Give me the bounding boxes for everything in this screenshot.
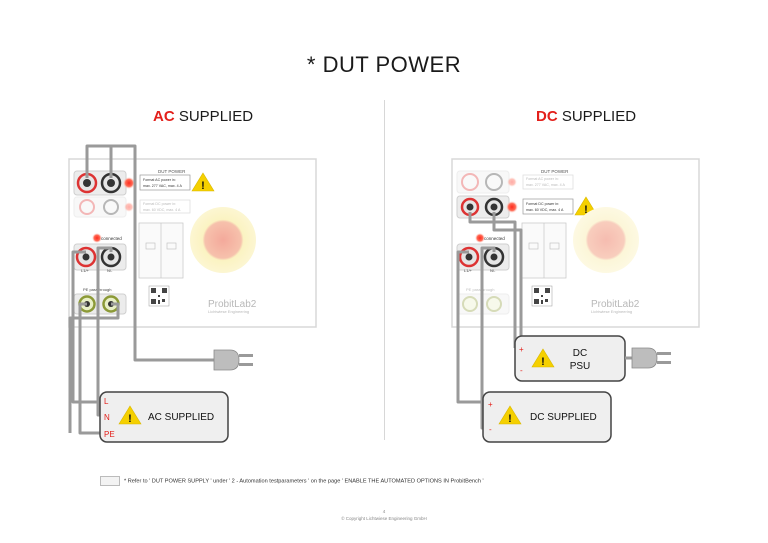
svg-text:!: ! — [541, 356, 545, 368]
dc-psu-plus: + — [519, 345, 524, 354]
ac-note2-line1: Format DC power in: — [143, 202, 176, 206]
dc-connected-label: connected — [484, 236, 505, 241]
ac-n-label: N/- — [107, 268, 113, 273]
ac-ac-indicator-led — [123, 177, 135, 189]
dc-psu-line2: PSU — [570, 361, 591, 372]
dc-device-warning-icon: ! — [498, 405, 522, 425]
ac-note-line1: Format AC power in: — [143, 178, 176, 182]
dc-psu-device — [514, 335, 626, 382]
ac-warning-icon: ! — [191, 172, 215, 192]
dc-psu-minus: - — [520, 366, 523, 375]
dc-power-plug-icon — [625, 347, 671, 369]
footnote-reference-icon — [100, 476, 120, 486]
ac-terminal-l: L — [104, 397, 109, 406]
ac-dc-input-faded: Format DC power in: max. 60 VDC, max. 4 … — [73, 196, 191, 218]
dc-device-label: DC SUPPLIED — [530, 412, 597, 423]
ac-status-glow — [190, 207, 256, 273]
dc-psu-line1: DC — [573, 348, 587, 359]
dc-status-glow — [573, 207, 639, 273]
ac-heading-rest: SUPPLIED — [178, 108, 254, 125]
dc-panel-label: DUT POWER — [541, 169, 569, 174]
ac-ac-input-live-pin — [83, 179, 91, 187]
ac-power-note-box — [139, 174, 191, 191]
svg-text:!: ! — [128, 413, 132, 425]
ac-brand-sub: Lichtwiese Engineering — [208, 309, 249, 314]
dc-note-line1: Format AC power in: — [526, 177, 559, 181]
dc-lp-label: L1/+ — [464, 268, 473, 273]
page-number: 4 — [382, 509, 386, 514]
dc-connected-led — [475, 233, 485, 243]
ac-panel-label: DUT POWER — [158, 169, 186, 174]
ac-connected-label: connected — [101, 236, 122, 241]
ac-power-plug-icon — [205, 349, 253, 371]
dc-section-heading: DC SUPPLIED — [536, 108, 636, 125]
ac-qr-code-icon — [148, 285, 170, 307]
dc-brand-sub: Lichtwiese Engineering — [591, 309, 632, 314]
ac-section-heading: AC SUPPLIED — [153, 108, 253, 125]
dc-n-label: N/- — [490, 268, 496, 273]
dc-supplied-device — [482, 391, 612, 443]
ac-supplied-device — [99, 391, 229, 443]
page-title: * DUT POWER — [306, 52, 462, 77]
ac-ac-input-neutral-pin — [107, 179, 115, 187]
footnote: * Refer to ' DUT POWER SUPPLY ' under ' … — [100, 476, 484, 486]
svg-text:!: ! — [584, 204, 588, 216]
dc-psu-warning-icon: ! — [531, 348, 555, 368]
ac-terminal-pe: PE — [104, 430, 115, 439]
ac-terminal-n: N — [104, 413, 110, 422]
ac-note-line2: max. 277 VAC, max. 4 A — [143, 184, 182, 188]
dc-brand-label: ProbitLab2 — [591, 299, 640, 310]
dc-device-minus: - — [489, 425, 492, 434]
dc-diagram: DUT POWER Format AC power in: max. 277 V… — [451, 158, 700, 443]
dc-ac-indicator-led — [507, 177, 517, 187]
ac-lp-label: L1/+ — [81, 268, 90, 273]
ac-device-label: AC SUPPLIED — [148, 412, 214, 423]
dc-heading-accent: DC — [536, 108, 558, 125]
dc-device-plus: + — [488, 400, 493, 409]
dc-note-line2: max. 277 VAC, max. 4 A — [526, 183, 565, 187]
dc-note2-line1: Format DC power in: — [526, 202, 559, 206]
ac-dc-indicator-led — [124, 202, 134, 212]
svg-text:!: ! — [201, 180, 205, 192]
dc-power-note-box — [522, 198, 574, 215]
dc-dc-indicator-led — [506, 201, 518, 213]
copyright: © Copyright Lichtwiese Engineering GmbH — [341, 516, 427, 521]
dc-qr-code-icon — [531, 285, 553, 307]
dc-pe-label: PE passthrough — [466, 287, 494, 292]
svg-text:!: ! — [508, 413, 512, 425]
dc-ac-input-faded: Format AC power in: max. 277 VAC, max. 4… — [456, 170, 574, 194]
dc-note2-line2: max. 60 VDC, max. 4 A — [526, 208, 564, 212]
section-divider — [384, 100, 385, 440]
footnote-text: * Refer to ' DUT POWER SUPPLY ' under ' … — [124, 478, 484, 485]
ac-heading-accent: AC — [153, 108, 175, 125]
dc-heading-rest: SUPPLIED — [561, 108, 637, 125]
ac-brand-label: ProbitLab2 — [208, 299, 257, 310]
ac-device-warning-icon: ! — [118, 405, 142, 425]
ac-diagram: DUT POWER Format AC power in: max. 277 V… — [68, 144, 317, 443]
ac-connected-led — [92, 233, 102, 243]
ac-note2-line2: max. 60 VDC, max. 4 A — [143, 208, 181, 212]
